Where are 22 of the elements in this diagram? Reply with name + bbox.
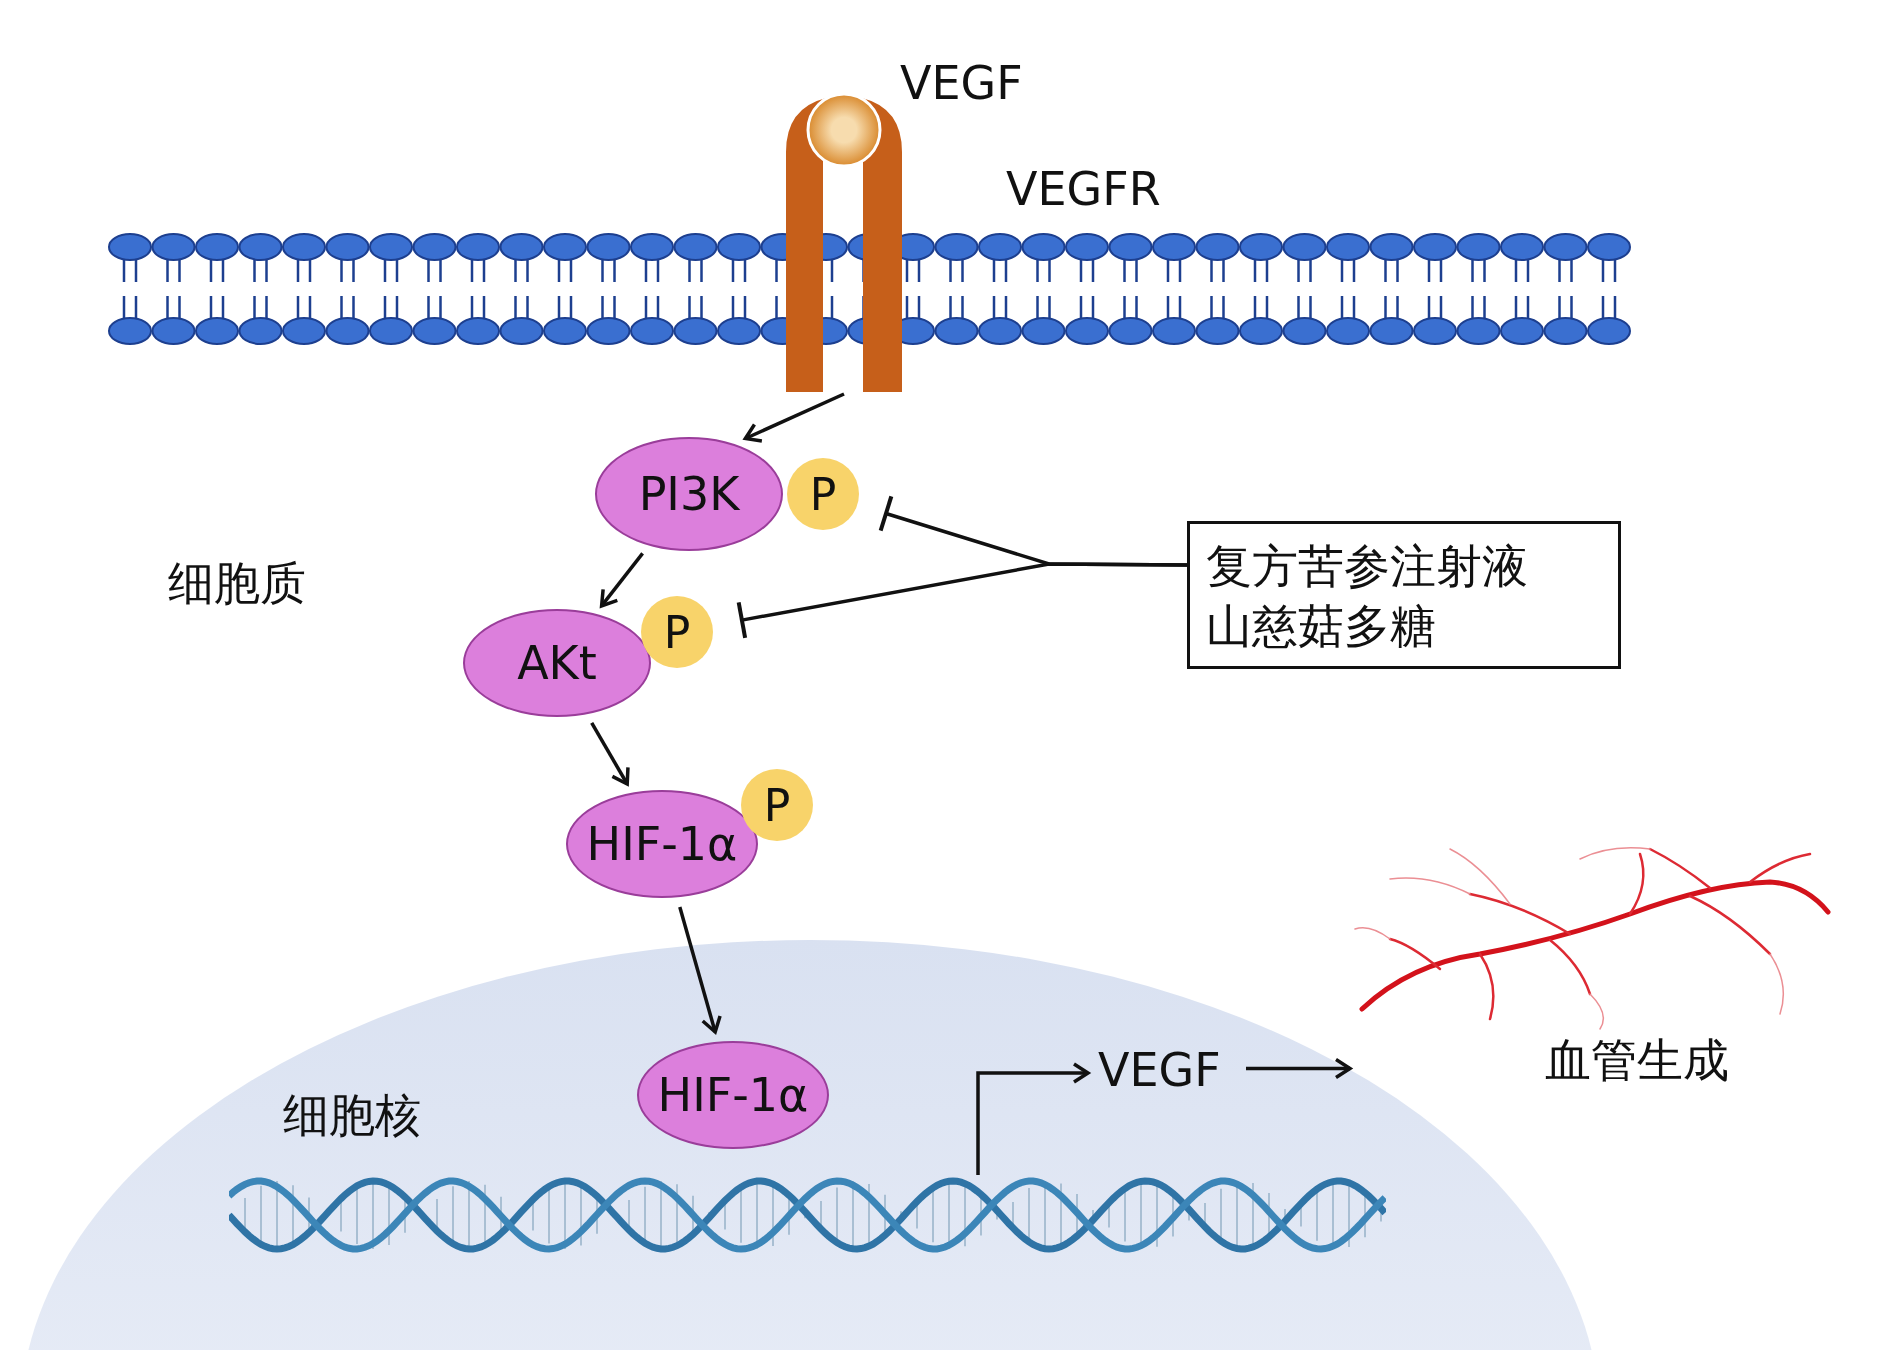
phosphate-circle: P	[641, 596, 713, 668]
region-label: 细胞质	[168, 555, 306, 612]
nucleus-label: 细胞核	[283, 1087, 421, 1144]
drug-box	[1187, 521, 1621, 669]
protein-ellipse: AKt	[463, 609, 651, 717]
arrow	[976, 1062, 1090, 1175]
outcome-label: 血管生成	[1545, 1032, 1729, 1089]
arrow	[590, 722, 630, 786]
arrow	[1246, 1057, 1352, 1080]
arrow	[678, 906, 722, 1034]
arrow	[599, 552, 644, 608]
protein-ellipse: PI3K	[595, 437, 783, 551]
drug-name-text: 复方苦参注射液	[1206, 538, 1529, 595]
phosphate-circle: P	[741, 769, 813, 841]
phosphate-circle: P	[787, 458, 859, 530]
gene-label: VEGF	[1098, 1043, 1232, 1103]
inhibition-line	[736, 562, 1187, 640]
receptor-label: VEGFR	[1006, 162, 1161, 216]
arrow	[743, 392, 845, 443]
ligand-label: VEGF	[900, 56, 1023, 110]
protein-ellipse: HIF-1α	[566, 790, 758, 898]
drug-name-text: 山慈菇多糖	[1206, 598, 1437, 655]
